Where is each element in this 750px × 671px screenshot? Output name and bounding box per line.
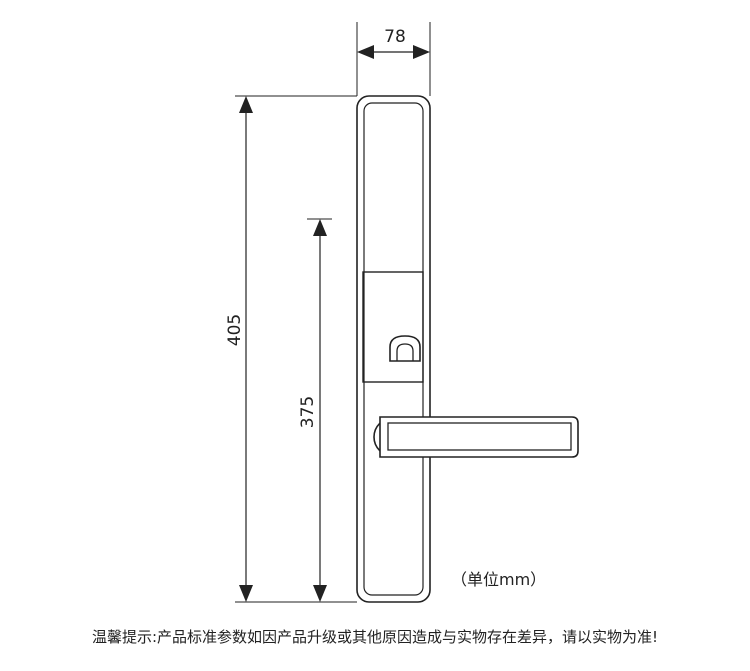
fingerprint-sensor-icon — [389, 335, 421, 362]
inner-height-arrow-bottom — [313, 585, 327, 602]
inner-height-dimension: 375 — [298, 218, 332, 603]
lock-body — [356, 95, 431, 603]
handle-lever-inner — [387, 422, 572, 451]
width-dimension: 78 — [356, 22, 431, 96]
handle-lever-outer — [379, 416, 579, 458]
total-height-arrow-bottom — [239, 585, 253, 602]
width-arrow-right — [413, 45, 430, 59]
unit-label: （单位mm） — [451, 570, 546, 589]
inner-height-arrow-top — [313, 219, 327, 236]
width-arrow-left — [357, 45, 374, 59]
lock-outer-frame — [356, 95, 431, 603]
lock-inner-frame — [363, 102, 424, 596]
inner-height-value: 375 — [298, 396, 318, 428]
fingerprint-panel — [362, 271, 424, 383]
total-height-dimension: 405 — [225, 95, 357, 603]
total-height-value: 405 — [225, 314, 245, 346]
lock-handle — [373, 416, 579, 458]
disclaimer-notice: 温馨提示:产品标准参数如因产品升级或其他原因造成与实物存在差异，请以实物为准! — [91, 628, 659, 646]
total-height-arrow-top — [239, 96, 253, 113]
width-value: 78 — [384, 27, 406, 47]
